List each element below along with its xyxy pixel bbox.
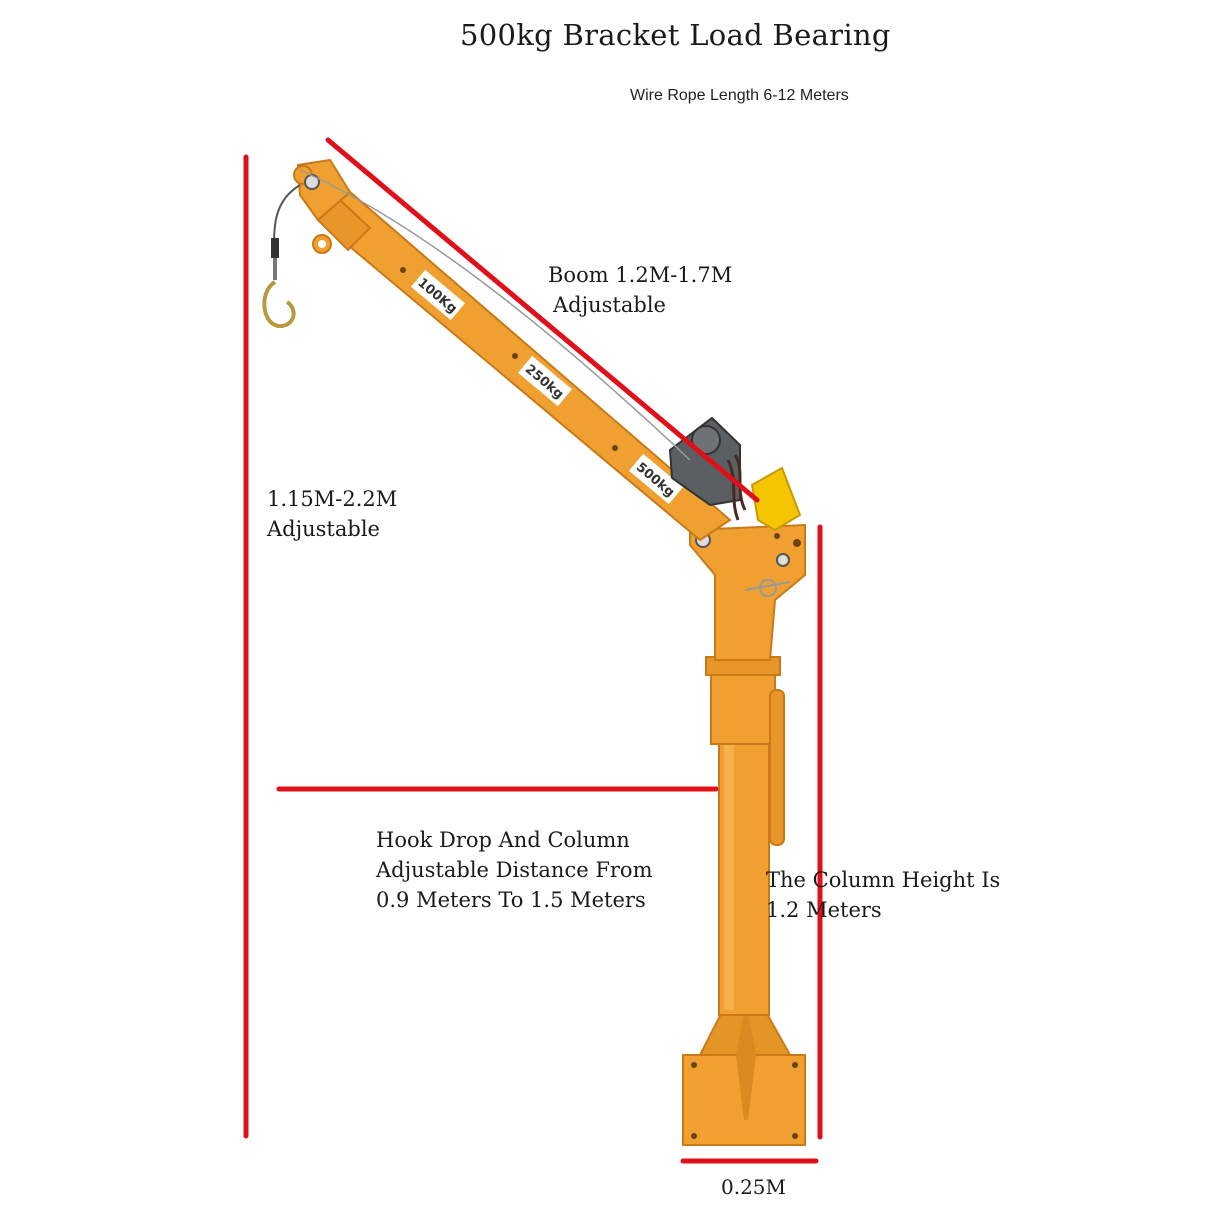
hookdrop-label: Hook Drop And Column Adjustable Distance… <box>376 825 653 915</box>
rotation-handle <box>769 689 785 846</box>
height-label-line1: 1.15M-2.2M <box>267 487 398 511</box>
boom-label-line2: Adjustable <box>553 293 666 317</box>
dimension-lines <box>243 137 823 1164</box>
pivot-bracket <box>689 523 806 661</box>
height-label: 1.15M-2.2M Adjustable <box>267 484 397 544</box>
column <box>705 656 785 1016</box>
hook-icon <box>262 238 296 328</box>
wire-rope <box>299 169 691 461</box>
column-label-line1: The Column Height Is <box>766 868 1001 892</box>
base-width-label: 0.25M <box>721 1175 787 1199</box>
boom-label-line1: Boom 1.2M-1.7M <box>548 263 733 287</box>
boom-label: Boom 1.2M-1.7M Adjustable <box>548 260 732 320</box>
page-title: 500kg Bracket Load Bearing <box>460 18 891 52</box>
column-label: The Column Height Is 1.2 Meters <box>766 865 1000 925</box>
page-subtitle: Wire Rope Length 6-12 Meters <box>630 87 849 104</box>
column-label-line2: 1.2 Meters <box>766 898 882 922</box>
marking-100kg-bg <box>411 269 465 321</box>
boom-length-line <box>325 137 760 503</box>
height-label-line2: Adjustable <box>267 517 380 541</box>
hookdrop-label-line1: Hook Drop And Column <box>376 828 630 852</box>
hookdrop-label-line2: Adjustable Distance From <box>376 858 653 882</box>
base-plate <box>682 1011 806 1146</box>
hookdrop-label-line3: 0.9 Meters To 1.5 Meters <box>376 888 646 912</box>
